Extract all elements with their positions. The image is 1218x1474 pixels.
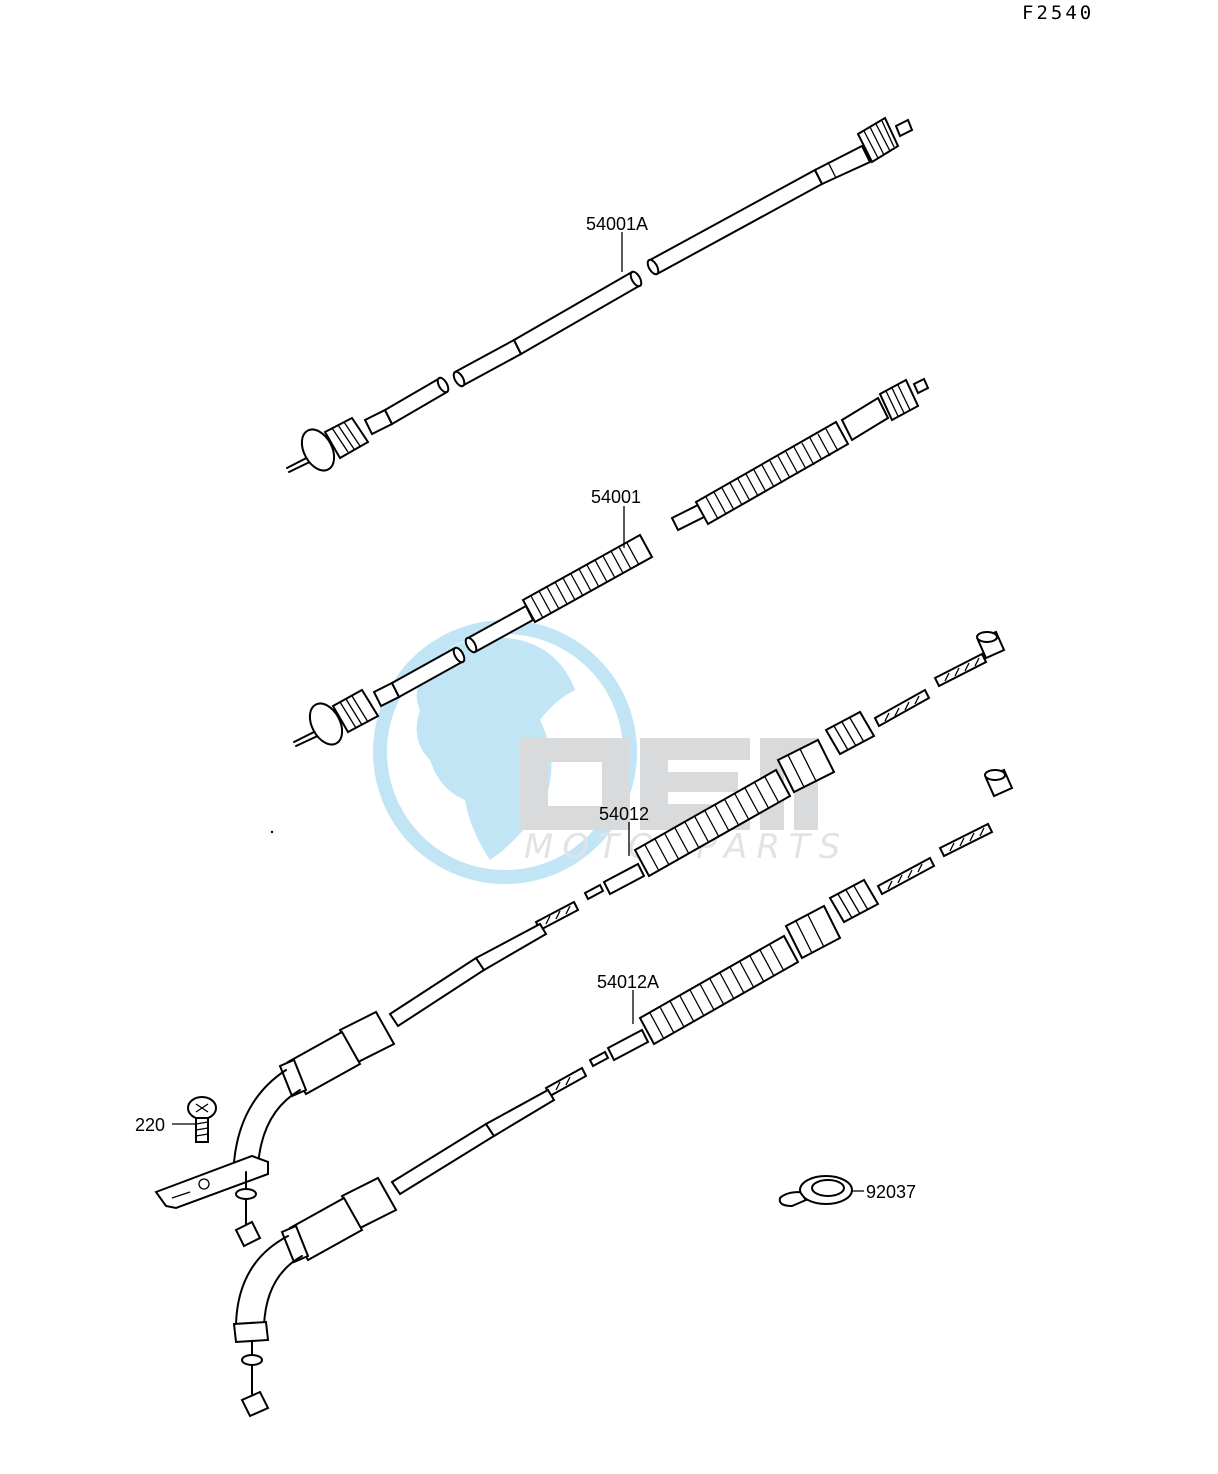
cable-54001a: 54001A [286,116,914,473]
cable-bracket [154,1154,269,1210]
cable-54001: 54001 [293,377,930,747]
screw-220: 220 [135,1096,217,1143]
part-label-92037: 92037 [866,1182,916,1202]
coil-54001-lower [521,533,654,624]
coil-54012a [638,934,800,1046]
part-label-54001: 54001 [591,487,641,507]
part-label-220: 220 [135,1115,165,1135]
sheet-code: F2540 [1022,2,1094,24]
stray-mark [270,830,274,834]
coil-54001-upper [694,420,850,526]
clamp-92037: 92037 [778,1175,916,1208]
part-label-54001a: 54001A [586,214,648,234]
part-label-54012: 54012 [599,804,649,824]
cable-54012: 54012 [154,630,1006,1248]
coil-54012 [633,768,792,878]
cable-54012a: 54012A [232,768,1014,1418]
part-label-54012a: 54012A [597,972,659,992]
